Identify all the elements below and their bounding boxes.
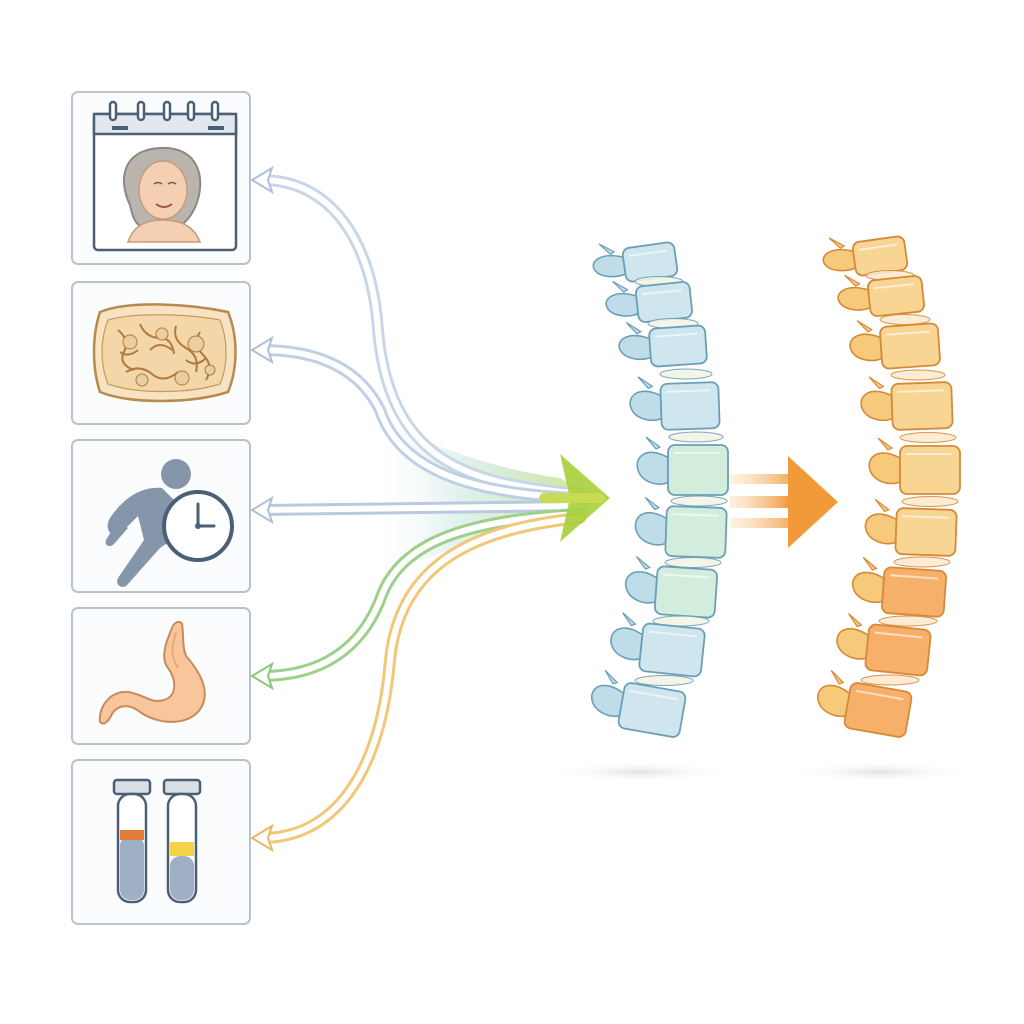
panel-blood-tests — [71, 759, 251, 925]
panel-bone-density — [71, 281, 251, 425]
healthy-spine-disc — [664, 557, 722, 568]
healthy-spine-disc — [659, 368, 713, 380]
degraded-spine-vertebra — [864, 498, 958, 557]
degraded-spine-vertebra — [849, 320, 941, 370]
factor-arrows — [250, 165, 610, 853]
degraded-spine-vertebra — [837, 274, 925, 317]
panel-aging-mobility — [71, 439, 251, 593]
elderly-woman-calendar-icon — [92, 100, 238, 252]
transition-arrowhead — [788, 456, 838, 548]
healthy-spine-vertebra — [605, 280, 693, 323]
degraded-spine-vertebra — [860, 376, 954, 431]
degraded-spine-disc — [893, 556, 951, 568]
healthy-spine-vertebra — [636, 436, 729, 496]
transition-arrows — [730, 456, 838, 548]
panel-arrowheads — [250, 165, 274, 853]
degraded-spine-vertebra — [868, 437, 961, 495]
degraded-spine-disc — [890, 369, 946, 381]
healthy-spine-vertebra — [618, 322, 708, 368]
healthy-spine-vertebra — [592, 241, 679, 283]
degraded-spine-vertebra — [851, 556, 947, 618]
degraded-spine-disc — [878, 615, 938, 627]
healthy-spine-disc — [668, 431, 724, 443]
healthy-spine-vertebra — [610, 612, 706, 678]
degraded-spine-disc — [879, 314, 931, 325]
healthy-spine-vertebra — [591, 669, 687, 738]
healthy-spine-vertebra — [634, 496, 728, 559]
healthy-spine-vertebra — [629, 376, 721, 431]
stomach-icon — [98, 620, 206, 725]
trabecular-bone-icon — [92, 303, 237, 403]
panel-gastrointestinal — [71, 607, 251, 745]
degraded-spine-vertebra — [822, 235, 909, 277]
panel-age — [71, 91, 251, 265]
degraded-spine-vertebra — [817, 669, 913, 738]
spine-degraded — [790, 235, 970, 782]
healthy-spine-disc — [670, 495, 728, 507]
healthy-spine-vertebra — [624, 555, 719, 619]
person-clock-icon — [105, 459, 234, 587]
degraded-spine-disc — [899, 432, 957, 443]
degraded-spine-disc — [860, 674, 920, 686]
degraded-spine-vertebra — [836, 613, 932, 677]
healthy-spine-disc — [634, 675, 694, 686]
spine-healthy — [550, 241, 730, 782]
blood-test-tubes-icon — [112, 778, 202, 904]
degraded-spine-disc — [901, 496, 959, 507]
